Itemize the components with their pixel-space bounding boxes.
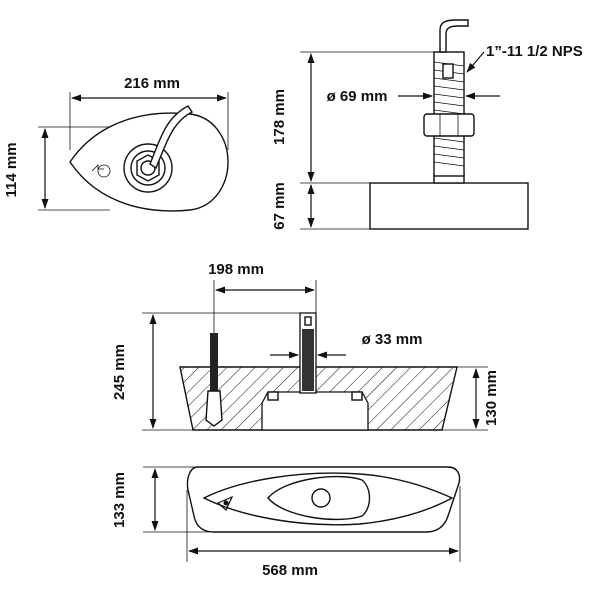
side-view-slot	[442, 63, 454, 79]
side-view-housing	[369, 182, 529, 230]
dim-label-stem-diameter: ø 69 mm	[327, 88, 388, 105]
dim-label-total-height: 245 mm	[111, 344, 128, 400]
dim-label-cable-offset: 198 mm	[208, 261, 264, 278]
cavity-tab-right	[351, 391, 363, 401]
section-cable-gland	[205, 390, 223, 427]
dim-label-fairing-height: 130 mm	[483, 370, 500, 426]
cable-icon	[149, 105, 194, 170]
top-view: 216 mm 114 mm	[3, 75, 229, 212]
section-bolt-thread	[302, 329, 314, 391]
arrow-left-icon	[91, 164, 111, 178]
dim-label-top-width: 216 mm	[124, 75, 180, 92]
bottom-view-bolt	[311, 488, 331, 508]
dim-label-top-height: 114 mm	[3, 142, 20, 197]
section-cable	[210, 333, 218, 391]
triangle-icon	[216, 495, 234, 511]
section-view: 198 mm ø 33 mm 245 mm 130 mm	[111, 261, 500, 431]
cavity-tab-left	[267, 391, 279, 401]
section-bolt-slot	[304, 316, 312, 326]
bottom-view: 133 mm 568 mm	[111, 466, 461, 579]
dim-label-stem-height: 178 mm	[271, 89, 288, 145]
thread-leader	[466, 51, 485, 73]
side-view-cable	[439, 19, 469, 53]
dim-label-fairing-width: 133 mm	[111, 472, 128, 528]
dim-label-housing-height: 67 mm	[271, 182, 288, 230]
thread-size-label: 1”-11 1/2 NPS	[486, 43, 583, 60]
dim-label-bolt-diameter: ø 33 mm	[362, 331, 423, 348]
side-view-nut	[423, 113, 475, 137]
dim-label-fairing-length: 568 mm	[262, 562, 318, 579]
side-view: 1”-11 1/2 NPS ø 69 mm 178 mm 67 mm	[271, 19, 583, 230]
